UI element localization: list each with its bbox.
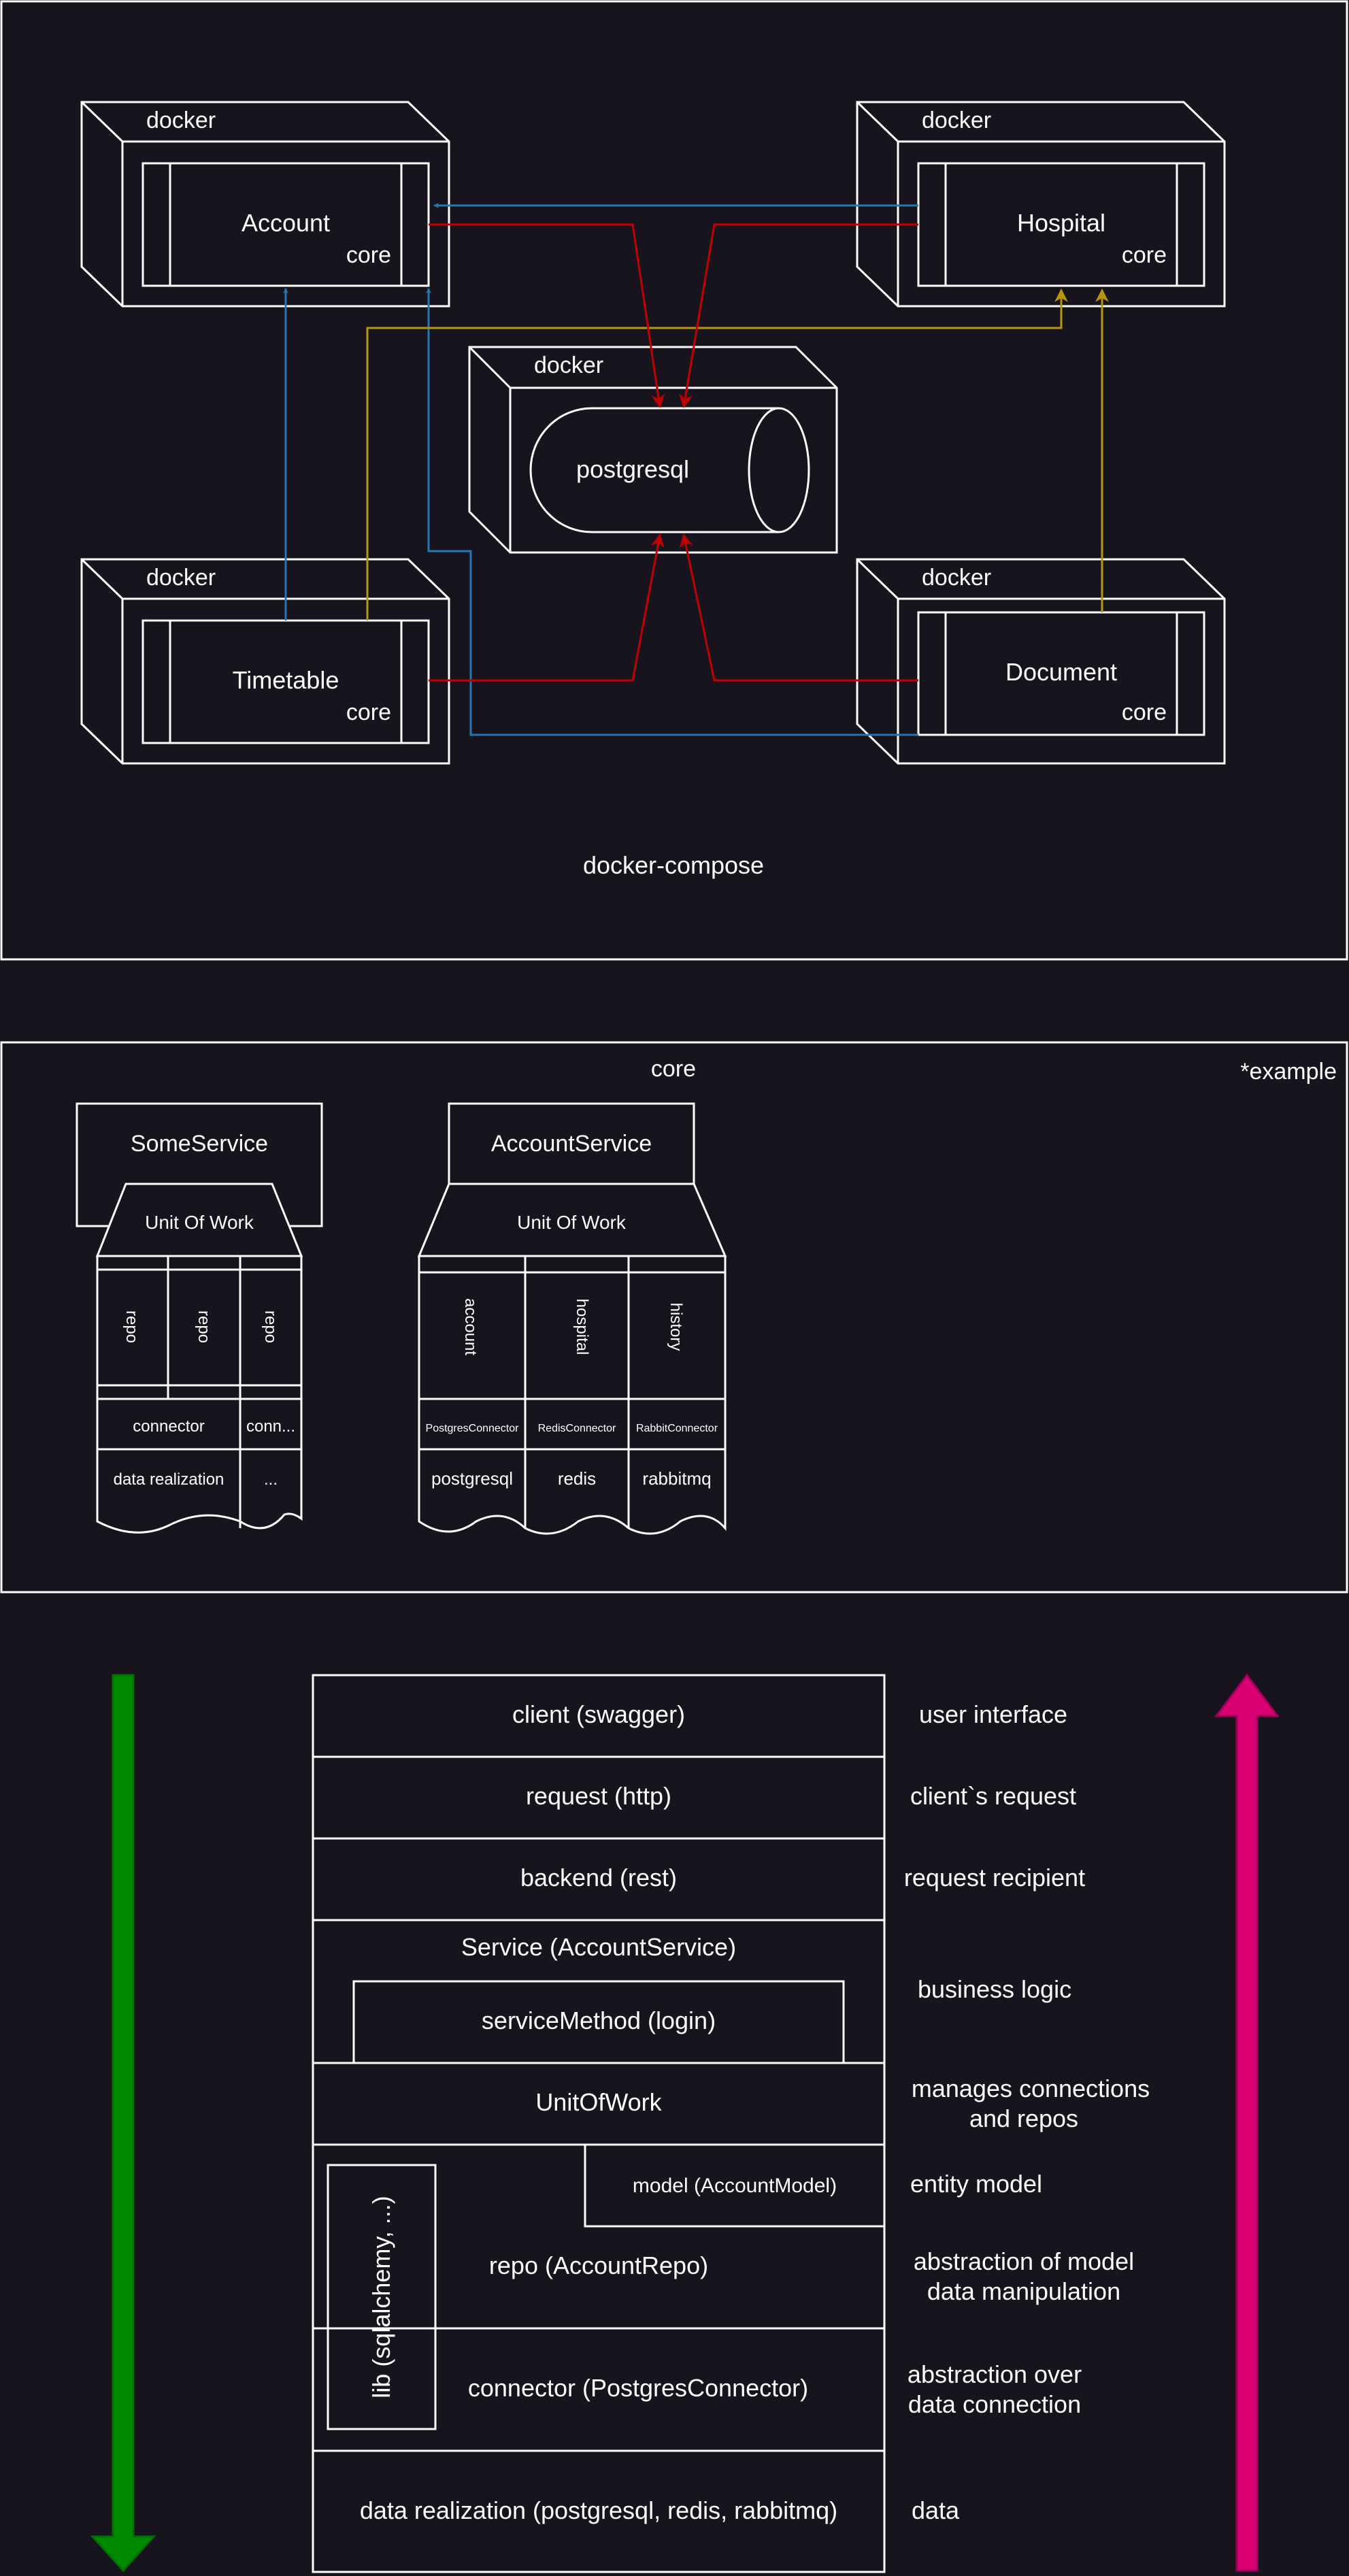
history-repo-label: history — [667, 1303, 685, 1351]
generic-uow-label: Unit Of Work — [145, 1212, 254, 1233]
database-name: postgresql — [576, 455, 689, 483]
timetable-to-hospital-arrow — [366, 288, 1068, 621]
blue-connections — [283, 203, 918, 736]
backend-layer: backend (rest) — [520, 1864, 677, 1892]
account-name: Account — [242, 209, 330, 237]
model-box[interactable] — [584, 2145, 884, 2228]
generic-repo-3: repo — [261, 1310, 280, 1343]
document-core-label: core — [1122, 699, 1167, 725]
document-docker-label: docker — [922, 565, 991, 591]
rabbit-connector-label: RabbitConnector — [636, 1423, 718, 1434]
lib-box[interactable] — [327, 2164, 437, 2430]
timetable-core-label: core — [346, 699, 391, 725]
document-name: Document — [1005, 658, 1117, 686]
core-title: core — [651, 1056, 696, 1082]
hospital-docker-label: docker — [922, 108, 991, 133]
account-to-db-arrow — [429, 223, 665, 408]
postgres-connector-label: PostgresConnector — [426, 1423, 520, 1434]
hospital-repo-label: hospital — [573, 1299, 591, 1355]
hospital-container[interactable] — [856, 101, 1226, 308]
service-layer: Service (AccountService) — [461, 1933, 736, 1961]
client-layer: client (swagger) — [512, 1700, 685, 1728]
data-layer: data realization (postgresql, redis, rab… — [360, 2496, 837, 2524]
generic-realization-1: data realization — [114, 1470, 224, 1489]
client-description: user interface — [919, 1700, 1067, 1728]
uow-description-line-1: manages connections — [912, 2075, 1150, 2102]
account-service-stack — [417, 1102, 727, 1535]
model-description: entity model — [910, 2170, 1042, 2198]
request-layer: request (http) — [526, 1782, 671, 1810]
generic-connector-2: conn... — [246, 1417, 295, 1436]
account-service-label: AccountService — [491, 1131, 652, 1157]
postgresql-realization-label: postgresql — [431, 1468, 513, 1489]
hospital-core-label: core — [1122, 242, 1167, 268]
account-repo-label: account — [461, 1298, 480, 1355]
timetable-to-db-arrow — [429, 533, 665, 682]
hospital-name: Hospital — [1017, 209, 1105, 237]
uow-description-line-2: and repos — [969, 2104, 1078, 2132]
layer-labels: client (swagger) request (http) backend … — [360, 1700, 1150, 2524]
connector-layer: connector (PostgresConnector) — [468, 2374, 808, 2402]
docker-compose-frame — [0, 0, 1348, 961]
timetable-container[interactable] — [80, 558, 450, 765]
generic-repo-2: repo — [195, 1310, 213, 1343]
account-docker-label: docker — [146, 108, 216, 133]
example-note: *example — [1240, 1059, 1337, 1085]
repo-description-line-2: data manipulation — [927, 2277, 1120, 2305]
rabbitmq-realization-label: rabbitmq — [642, 1468, 711, 1489]
core-frame — [0, 1041, 1348, 1594]
red-connections — [429, 223, 918, 682]
database-container[interactable] — [468, 346, 838, 554]
service-description: business logic — [918, 1975, 1071, 2003]
request-description: client`s request — [910, 1782, 1076, 1810]
database-cylinder-icon — [748, 407, 810, 533]
backend-description: request recipient — [904, 1864, 1085, 1892]
database-docker-label: docker — [534, 352, 603, 378]
some-service-label: SomeService — [131, 1131, 268, 1157]
down-arrow-icon — [90, 1674, 156, 2573]
up-arrow-icon — [1214, 1673, 1280, 2572]
core-section — [0, 1041, 1348, 1594]
layer-stack — [312, 1674, 886, 2573]
model-layer: model (AccountModel) — [633, 2175, 837, 2197]
timetable-name: Timetable — [233, 666, 339, 694]
hospital-to-db-arrow — [679, 223, 918, 408]
generic-realization-2: ... — [264, 1470, 278, 1489]
yellow-connections — [366, 288, 1109, 621]
connector-description-line-2: data connection — [908, 2390, 1081, 2418]
timetable-docker-label: docker — [146, 565, 216, 591]
lib-layer: lib (sqlalchemy, ...) — [367, 2196, 395, 2398]
uow-layer: UnitOfWork — [535, 2088, 662, 2116]
generic-connector-1: connector — [133, 1417, 204, 1436]
generic-repo-1: repo — [122, 1310, 141, 1343]
generic-stack-body — [96, 1270, 303, 1534]
account-core-label: core — [346, 242, 391, 268]
account-container[interactable] — [80, 101, 450, 308]
service-method-box[interactable] — [352, 1980, 845, 2063]
docker-compose-label: docker-compose — [583, 851, 764, 879]
docker-compose-labels: docker Account core docker Hospital core… — [146, 108, 1167, 879]
document-to-account-arrow — [426, 288, 918, 736]
repo-layer: repo (AccountRepo) — [489, 2251, 708, 2279]
service-method-layer: serviceMethod (login) — [482, 2007, 716, 2034]
repo-description-line-1: abstraction of model — [914, 2247, 1134, 2275]
document-to-db-arrow — [679, 533, 918, 682]
core-labels: core *example SomeService Unit Of Work r… — [114, 1056, 1337, 1489]
generic-service-stack — [76, 1102, 323, 1534]
redis-connector-label: RedisConnector — [538, 1423, 616, 1434]
redis-realization-label: redis — [558, 1468, 596, 1489]
connector-description-line-1: abstraction over — [907, 2360, 1082, 2388]
account-stack-body — [418, 1272, 727, 1535]
account-uow-label: Unit Of Work — [517, 1212, 627, 1233]
data-description: data — [912, 2496, 960, 2524]
